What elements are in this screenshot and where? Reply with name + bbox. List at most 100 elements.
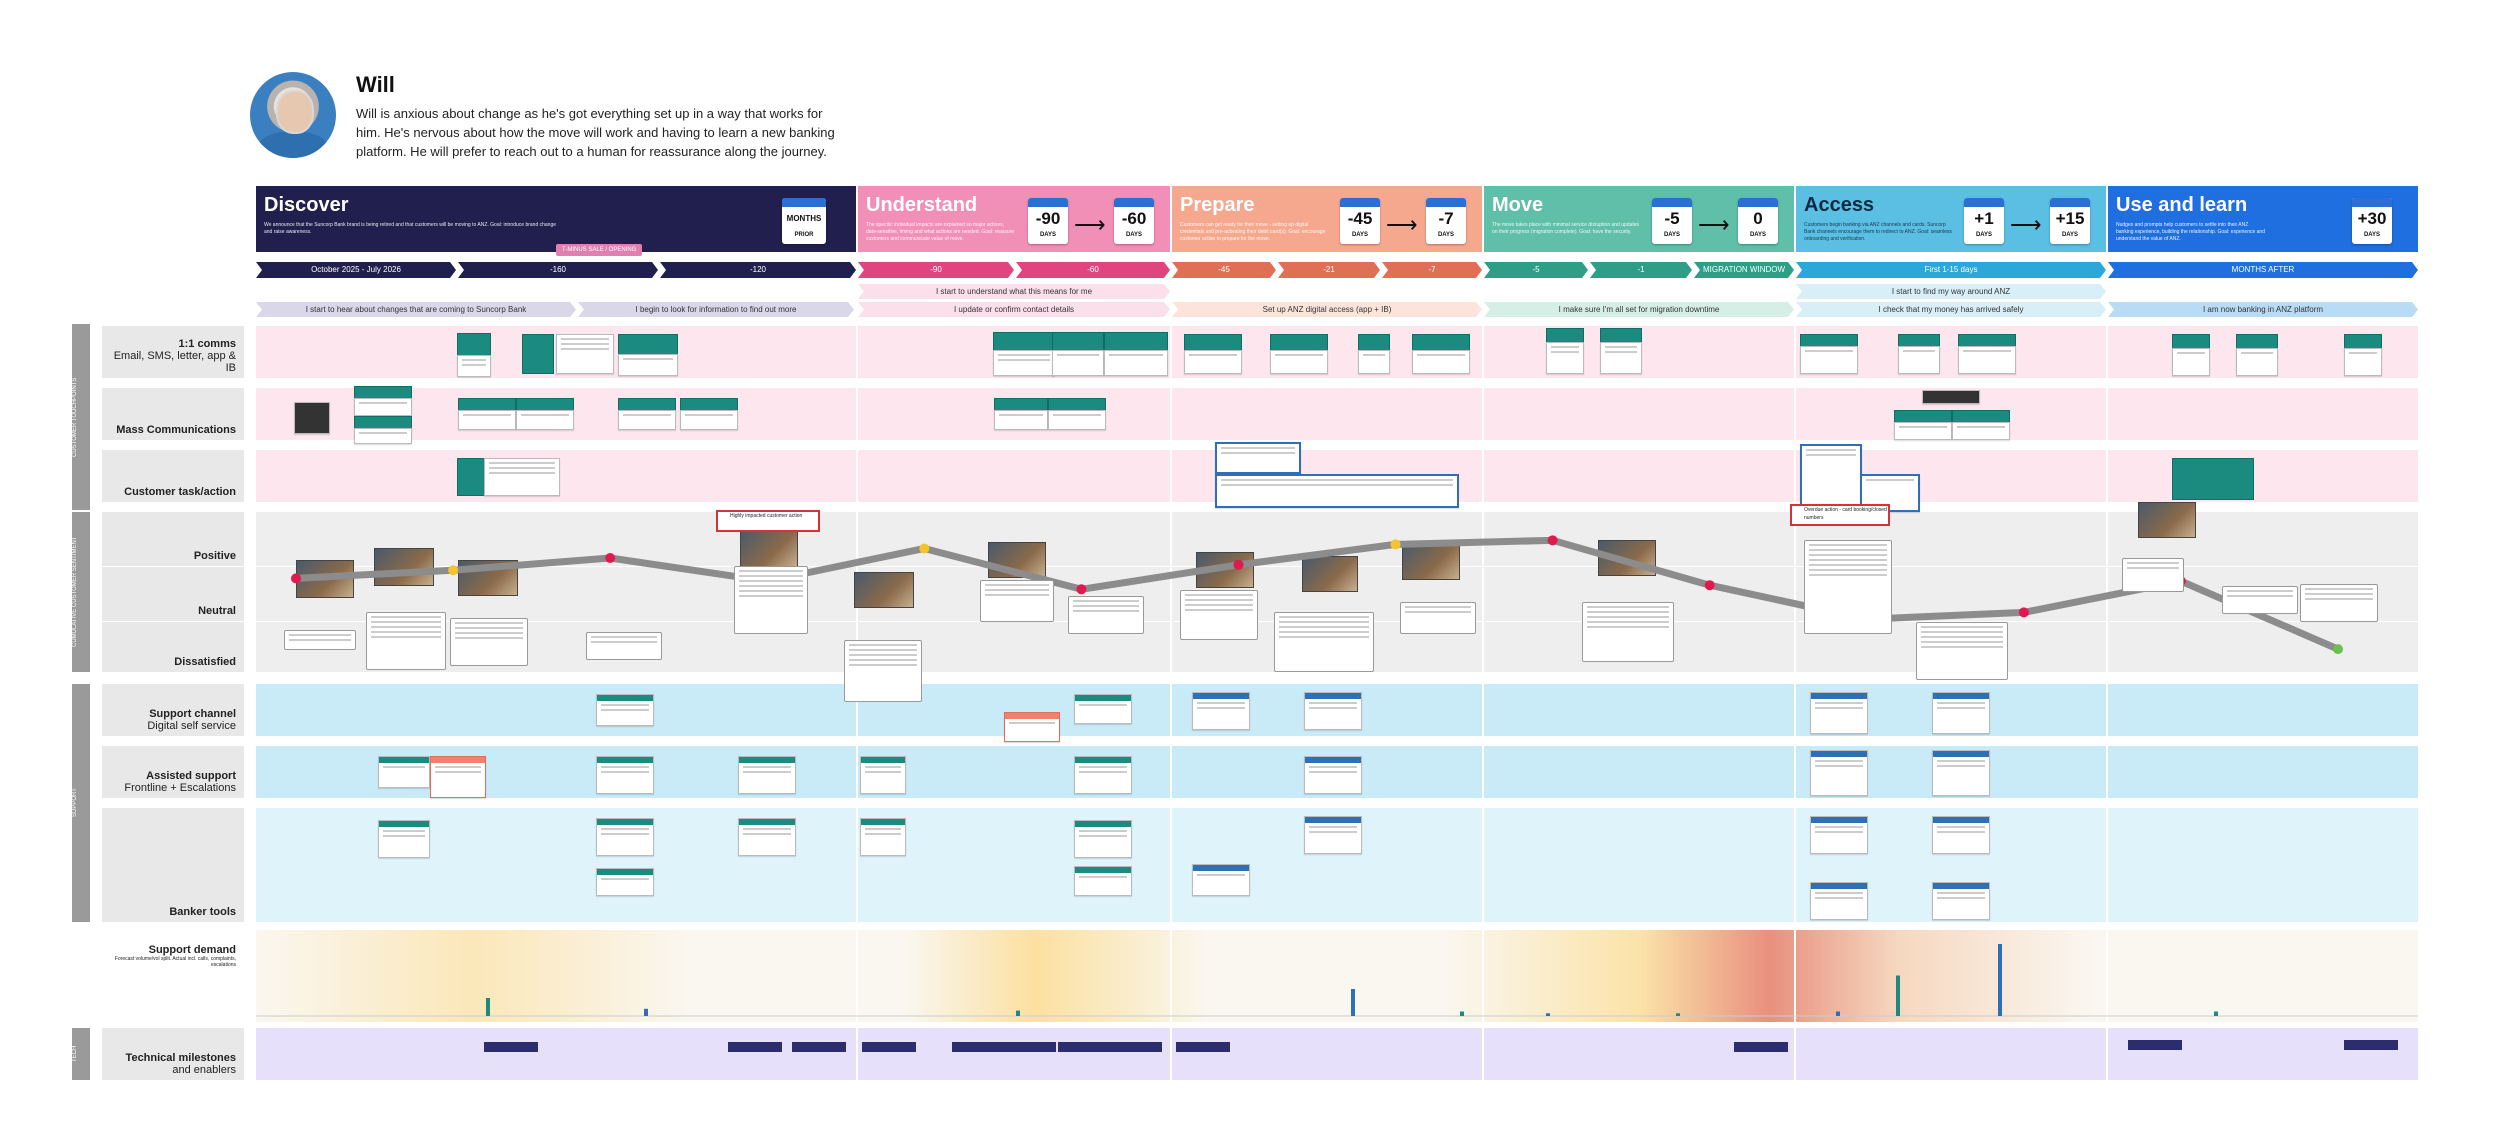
comms-card[interactable] bbox=[1052, 332, 1104, 352]
banker-tool-card[interactable] bbox=[1074, 866, 1132, 896]
mass-comms-card[interactable] bbox=[516, 410, 574, 430]
phase-title: Understand bbox=[866, 194, 978, 216]
banker-tool-card[interactable] bbox=[860, 818, 906, 856]
tech-milestone-chip[interactable] bbox=[1058, 1042, 1112, 1052]
comms-card[interactable] bbox=[1800, 346, 1858, 374]
banker-tool-card[interactable] bbox=[738, 818, 796, 856]
comms-card[interactable] bbox=[1184, 350, 1242, 374]
demand-bar bbox=[1546, 1013, 1550, 1016]
mass-comms-card[interactable] bbox=[294, 402, 330, 434]
assisted-card[interactable] bbox=[596, 756, 654, 794]
comms-card[interactable] bbox=[993, 350, 1055, 376]
mass-comms-card[interactable] bbox=[618, 410, 676, 430]
demand-bar bbox=[1460, 1011, 1464, 1016]
comms-card[interactable] bbox=[556, 334, 614, 374]
comms-card[interactable] bbox=[993, 332, 1055, 352]
comms-card[interactable] bbox=[618, 334, 678, 356]
comms-card[interactable] bbox=[1358, 350, 1390, 374]
mass-comms-card[interactable] bbox=[1922, 390, 1980, 404]
row-label-mass: Mass Communications bbox=[102, 388, 244, 440]
comms-card[interactable] bbox=[457, 333, 491, 357]
assisted-card[interactable] bbox=[1304, 756, 1362, 794]
mass-comms-card[interactable] bbox=[1894, 422, 1952, 440]
quote-card bbox=[2122, 558, 2184, 592]
tech-milestone-chip[interactable] bbox=[952, 1042, 1006, 1052]
support-card[interactable] bbox=[596, 694, 654, 726]
banker-tool-card[interactable] bbox=[378, 820, 430, 858]
comms-card[interactable] bbox=[1270, 350, 1328, 374]
comms-card[interactable] bbox=[2344, 348, 2382, 376]
task-card[interactable] bbox=[2172, 458, 2254, 500]
banker-tool-card[interactable] bbox=[1304, 816, 1362, 854]
demand-bar bbox=[1896, 975, 1900, 1016]
tech-milestone-chip[interactable] bbox=[1002, 1042, 1056, 1052]
support-card[interactable] bbox=[1932, 692, 1990, 734]
banker-tool-card[interactable] bbox=[1810, 882, 1868, 920]
comms-card[interactable] bbox=[1600, 342, 1642, 374]
sentiment-point bbox=[605, 553, 616, 563]
assisted-card[interactable] bbox=[378, 756, 430, 788]
mass-comms-card[interactable] bbox=[994, 410, 1048, 430]
support-card[interactable] bbox=[1810, 692, 1868, 734]
assisted-card[interactable] bbox=[738, 756, 796, 794]
comms-card[interactable] bbox=[1412, 350, 1470, 374]
support-card[interactable] bbox=[1004, 712, 1060, 742]
task-card[interactable] bbox=[457, 458, 485, 496]
impact-callout: Overdue action - card booking/closed num… bbox=[1790, 504, 1890, 526]
task-card[interactable] bbox=[484, 458, 560, 496]
row-label-dissatisfied: Dissatisfied bbox=[102, 622, 244, 672]
tech-milestone-chip[interactable] bbox=[1734, 1042, 1788, 1052]
mass-comms-card[interactable] bbox=[354, 398, 412, 416]
mass-comms-card[interactable] bbox=[354, 428, 412, 444]
phase-divider bbox=[1794, 320, 1796, 1090]
banker-tool-card[interactable] bbox=[596, 868, 654, 896]
tech-milestone-chip[interactable] bbox=[862, 1042, 916, 1052]
assisted-card[interactable] bbox=[1074, 756, 1132, 794]
banker-tool-card[interactable] bbox=[1074, 820, 1132, 858]
comms-card[interactable] bbox=[522, 334, 554, 374]
support-card[interactable] bbox=[1192, 692, 1250, 730]
tech-milestone-chip[interactable] bbox=[1176, 1042, 1230, 1052]
comms-card[interactable] bbox=[457, 355, 491, 377]
banker-tool-card[interactable] bbox=[1932, 816, 1990, 854]
support-card[interactable] bbox=[1074, 694, 1132, 724]
banker-tool-card[interactable] bbox=[596, 818, 654, 856]
comms-card[interactable] bbox=[1898, 346, 1940, 374]
task-card[interactable] bbox=[1215, 442, 1301, 474]
assisted-card[interactable] bbox=[430, 756, 486, 798]
phase-title: Discover bbox=[264, 194, 349, 216]
task-card[interactable] bbox=[1800, 444, 1862, 512]
mass-comms-card[interactable] bbox=[1952, 422, 2010, 440]
banker-tool-card[interactable] bbox=[1810, 816, 1868, 854]
mass-comms-card[interactable] bbox=[680, 410, 738, 430]
tech-milestone-chip[interactable] bbox=[728, 1042, 782, 1052]
comms-card[interactable] bbox=[1104, 350, 1168, 376]
assisted-card[interactable] bbox=[1932, 750, 1990, 796]
tech-milestone-chip[interactable] bbox=[792, 1042, 846, 1052]
tech-milestone-chip[interactable] bbox=[2128, 1040, 2182, 1050]
quote-card bbox=[1274, 612, 1374, 672]
comms-card[interactable] bbox=[1958, 346, 2016, 374]
assisted-card[interactable] bbox=[860, 756, 906, 794]
banker-tool-card[interactable] bbox=[1192, 864, 1250, 896]
banker-tool-card[interactable] bbox=[1932, 882, 1990, 920]
comms-card[interactable] bbox=[618, 354, 678, 376]
comms-card[interactable] bbox=[1104, 332, 1168, 352]
tech-milestone-chip[interactable] bbox=[484, 1042, 538, 1052]
timeline-segment: -60 bbox=[1016, 262, 1170, 278]
comms-card[interactable] bbox=[1052, 350, 1104, 376]
tech-milestone-chip[interactable] bbox=[1108, 1042, 1162, 1052]
tech-milestone-chip[interactable] bbox=[2344, 1040, 2398, 1050]
mass-comms-card[interactable] bbox=[458, 410, 516, 430]
assisted-card[interactable] bbox=[1810, 750, 1868, 796]
comms-card[interactable] bbox=[2236, 348, 2278, 376]
support-card[interactable] bbox=[1304, 692, 1362, 730]
mass-comms-card[interactable] bbox=[1048, 410, 1106, 430]
arrow-right-icon: ⟶ bbox=[1386, 212, 1418, 237]
comms-card[interactable] bbox=[2172, 348, 2210, 376]
comms-card[interactable] bbox=[1546, 342, 1584, 374]
task-card[interactable] bbox=[1215, 474, 1459, 508]
